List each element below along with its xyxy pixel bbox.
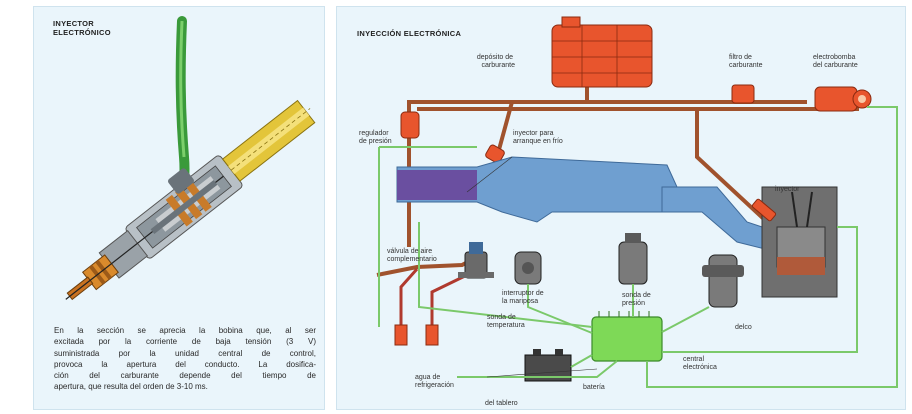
main-injector bbox=[751, 198, 777, 222]
label-fuel-tank: depósito de carburante bbox=[477, 54, 515, 69]
label-main-injector: inyector bbox=[775, 186, 800, 193]
label-pressure-regulator: regulador de presión bbox=[359, 130, 392, 145]
label-control-unit: central electrónica bbox=[683, 356, 717, 371]
label-distributor: delco bbox=[735, 324, 752, 331]
fuel-filter bbox=[731, 84, 755, 104]
label-battery: batería bbox=[583, 384, 605, 391]
caption-line-5: ción del carburante depende del tiempo d… bbox=[54, 371, 316, 381]
label-leaders bbox=[466, 156, 598, 378]
signal-wires bbox=[378, 106, 898, 388]
label-cold-start-injector: inyector para arranque en frío bbox=[513, 130, 563, 145]
caption-line-2: excitada por la corriente de baja tensió… bbox=[54, 337, 316, 347]
cold-start-injector bbox=[485, 144, 505, 164]
caption-line-1: En la sección se aprecia la bobina que, … bbox=[54, 326, 316, 335]
label-pressure-sensor: sonda de presión bbox=[622, 292, 653, 307]
injector-title-line-2: ELECTRÓNICO bbox=[53, 28, 111, 37]
injection-system-title: INYECCIÓN ELECTRÓNICA bbox=[357, 29, 462, 38]
distributor bbox=[702, 254, 744, 308]
control-unit-pins bbox=[598, 311, 650, 317]
temperature-sensor-left bbox=[394, 324, 408, 346]
injector-title: INYECTOR ELECTRÓNICO bbox=[53, 19, 111, 37]
control-unit bbox=[591, 316, 663, 362]
pressure-regulator bbox=[400, 111, 420, 139]
label-fuel-filter: filtro de carburante bbox=[729, 54, 763, 69]
injection-system-panel: INYECCIÓN ELECTRÓNICA bbox=[336, 6, 906, 410]
label-coolant: agua de refrigeración bbox=[415, 374, 454, 389]
injector-panel: INYECTOR ELECTRÓNICO bbox=[33, 6, 325, 410]
green-hose-highlight bbox=[179, 20, 186, 158]
injector-title-line-1: INYECTOR bbox=[53, 19, 95, 28]
label-electric-pump: electrobomba del carburante bbox=[813, 54, 858, 69]
pressure-sensor bbox=[618, 233, 648, 285]
throttle-switch bbox=[514, 251, 542, 285]
intake-manifold bbox=[396, 156, 778, 253]
water-lines bbox=[399, 268, 468, 327]
caption-line-3: suministrada por la unidad central de co… bbox=[54, 348, 316, 358]
injector-section-illustration bbox=[65, 16, 316, 301]
caption-line-4: provoca la apertura del conducto. La dos… bbox=[54, 359, 316, 369]
electrical-connector bbox=[168, 168, 194, 194]
label-air-valve: válvula de aire complementario bbox=[387, 248, 437, 263]
caption-line-6: apertura, que resulta del orden de 3-10 … bbox=[54, 382, 208, 392]
injection-system-diagram: depósito de carburante filtro de carbura… bbox=[359, 16, 898, 407]
auxiliary-air-valve bbox=[458, 242, 494, 279]
temperature-sensor-right bbox=[425, 324, 439, 346]
injector-caption: En la sección se aprecia la bobina que, … bbox=[54, 325, 316, 393]
fuel-tank bbox=[551, 16, 653, 88]
label-dashboard: del tablero bbox=[485, 400, 518, 407]
electric-fuel-pump bbox=[814, 86, 872, 112]
label-throttle-switch: interruptor de la mariposa bbox=[502, 290, 546, 305]
engine-cylinder bbox=[761, 186, 838, 298]
injector-body bbox=[65, 99, 316, 301]
label-temperature-sensor: sonda de temperatura bbox=[487, 314, 525, 329]
